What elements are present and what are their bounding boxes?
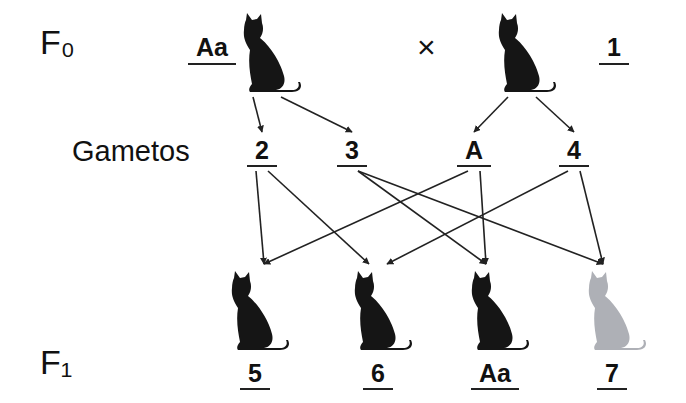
genotype-label: 7	[597, 360, 627, 391]
gamete-node: A	[448, 134, 500, 170]
grey-cat	[589, 271, 646, 350]
genotype-label: 4	[559, 137, 589, 168]
genotype-label: A	[457, 137, 491, 168]
black-cat	[355, 271, 412, 350]
cross-arrow	[256, 171, 264, 264]
cross-arrow	[536, 97, 574, 132]
black-cat	[499, 13, 556, 92]
gamete-node: 4	[548, 134, 600, 170]
offspring-node: 5	[215, 266, 295, 390]
cross-arrow	[480, 171, 486, 264]
genotype-label: Aa	[188, 34, 236, 65]
cross-arrow	[358, 171, 486, 264]
black-cat	[232, 271, 289, 350]
cross-arrow	[580, 171, 603, 264]
generation-label: F₀	[40, 24, 75, 61]
cross-symbol: ×	[417, 30, 436, 65]
parent-node: Aa	[188, 12, 306, 96]
genotype-label: 5	[240, 360, 270, 391]
cross-arrow	[358, 171, 603, 264]
generation-label: F₁	[40, 344, 72, 381]
cross-arrow	[281, 97, 352, 132]
genotype-label: 2	[247, 137, 277, 168]
black-cat	[244, 13, 301, 92]
row-label: Gametos	[72, 136, 190, 168]
cross-arrow	[387, 171, 568, 264]
parent-node: 1	[487, 12, 655, 96]
black-cat	[472, 271, 529, 350]
offspring-node: 6	[338, 266, 418, 390]
cross-arrow	[253, 97, 262, 132]
gamete-node: 3	[326, 134, 378, 170]
cross-arrow	[474, 97, 508, 132]
offspring-node: 7	[572, 266, 652, 390]
genotype-label: 1	[599, 34, 629, 65]
cross-arrow	[268, 171, 369, 264]
gamete-node: 2	[236, 134, 288, 170]
genotype-label: 6	[363, 360, 393, 391]
offspring-node: Aa	[455, 266, 535, 390]
genotype-label: Aa	[471, 360, 519, 391]
cross-arrow	[264, 171, 468, 264]
genotype-label: 3	[337, 137, 367, 168]
